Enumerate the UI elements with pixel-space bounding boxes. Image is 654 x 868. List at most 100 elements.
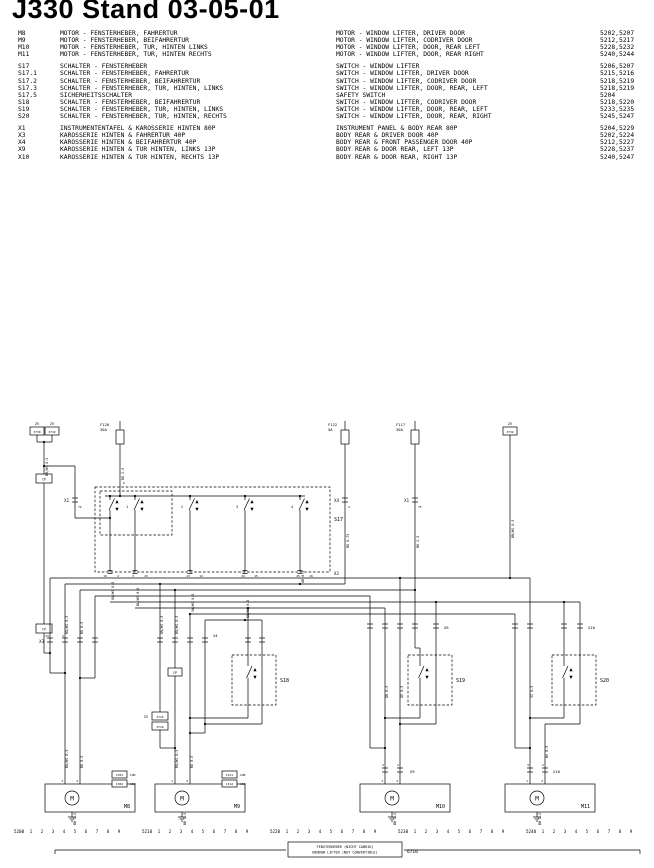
window-down-arrow-icon	[115, 507, 119, 511]
connector-label: X3	[39, 639, 44, 644]
wire-label: GN 0.5	[385, 686, 389, 698]
legend-de: KAROSSERIE HINTEN & TUR HINTEN, LINKS 13…	[60, 146, 216, 154]
ruler-tick: 4	[447, 829, 450, 834]
fuse-id: F122	[328, 422, 337, 427]
motor-box	[154, 783, 246, 813]
legend-pages: 5218,5219	[600, 84, 635, 92]
ruler-tick: 8	[235, 829, 238, 834]
wire-label: VI 0.5	[530, 686, 534, 698]
legend-en: SWITCH - WINDOW LIFTER, CODRIVER DOOR	[336, 77, 477, 85]
s17-inner-box	[99, 490, 173, 536]
pin-number: 6	[123, 481, 125, 485]
ruler-tick: 4	[575, 829, 578, 834]
cp-label: CP	[42, 478, 46, 482]
zv-label: ZV	[144, 715, 149, 719]
legend-en: SWITCH - WINDOW LIFTER, DOOR, REAR, LEFT	[336, 84, 488, 92]
wire-label: RD 0.5	[80, 756, 84, 768]
motor-label: M11	[581, 804, 590, 810]
legend-en: SWITCH - WINDOW LIFTER	[336, 63, 420, 71]
s20-label: S20	[600, 678, 609, 684]
legend-de: SCHALTER - FENSTERHEBER, TUR, HINTEN, LI…	[60, 84, 224, 92]
legend-code: S17.5	[18, 91, 37, 99]
legend-de: SICHERHEITSSCHALTER	[60, 91, 133, 99]
motor-symbol	[529, 790, 545, 806]
junction-dot	[243, 494, 247, 498]
legend-pages: 5233,5235	[600, 105, 635, 113]
legend-pages: 5240,5247	[600, 153, 635, 161]
legend-code: M11	[18, 51, 30, 59]
ruler-tick: 6	[213, 829, 216, 834]
wire-label: RD/WS 0.5	[175, 750, 179, 768]
ruler-segment: 5230	[398, 829, 409, 834]
wire-label: BR 2.5	[73, 813, 77, 825]
ref-box	[221, 770, 238, 779]
motor-m: M	[390, 795, 394, 802]
connector-label: X10	[553, 769, 561, 774]
ref-tag: LHD	[240, 773, 246, 777]
wire-label: BR/WS 0.5	[45, 458, 49, 476]
legend-pages: 5212,5217	[600, 37, 635, 45]
ruler-tick: 9	[630, 829, 633, 834]
window-down-arrow-icon	[253, 675, 257, 679]
wire-label: RD 0.5	[190, 756, 194, 768]
legend-code: S20	[18, 113, 30, 121]
connector-label: X4	[213, 633, 218, 638]
legend-pages: 5215,5216	[600, 70, 635, 78]
s20-box	[551, 654, 597, 706]
wire-label: GN/WS 0.5	[160, 616, 164, 634]
ruler-tick: 2	[553, 829, 556, 834]
legend-de: SCHALTER - FENSTERHEBER	[60, 63, 148, 71]
motor-label: M8	[124, 804, 130, 810]
legend-code: X1	[18, 125, 26, 133]
legend-code: S17.2	[18, 77, 37, 85]
ruler-tick: 2	[425, 829, 428, 834]
wire-label: BR 2.5	[183, 813, 187, 825]
ruler-tick: 9	[118, 829, 121, 834]
ruler-tick: 3	[52, 829, 55, 834]
wire-label: BL/WS 0.5	[136, 588, 140, 606]
legend-pages: 5228,5237	[600, 146, 635, 154]
zv-ref: 3732	[48, 430, 55, 434]
ruler-tick: 9	[374, 829, 377, 834]
switch-blade	[133, 498, 140, 511]
pin-number: 2	[62, 634, 64, 638]
junction-dot	[108, 494, 112, 498]
legend-en: SAFETY SWITCH	[336, 91, 386, 99]
s19-box	[407, 654, 453, 706]
pin-number: 2	[76, 779, 78, 783]
legend-en: BODY REAR & FRONT PASSENGER DOOR 40P	[336, 139, 473, 147]
window-down-arrow-icon	[140, 507, 144, 511]
pin-number: 3	[527, 763, 529, 767]
wire-label: RD 0.5	[80, 622, 84, 634]
ruler-segment: 5200	[14, 829, 25, 834]
window-up-arrow-icon	[115, 500, 119, 504]
pin-number: 2	[117, 574, 119, 578]
ref-number: 1301	[116, 773, 123, 777]
fuse-rating: 30A	[396, 427, 404, 432]
legend-code: S17.1	[18, 70, 37, 78]
switch-tag: 2	[181, 505, 183, 509]
ruler-tick: 3	[180, 829, 183, 834]
legend-pages: 5240,5244	[600, 51, 635, 59]
junction-dot	[413, 588, 417, 592]
ruler-tick: 5	[458, 829, 461, 834]
footer-box	[287, 841, 403, 858]
fuse-rating: 5A	[328, 427, 333, 432]
legend-en: MOTOR - WINDOW LIFTER, CODRIVER DOOR	[336, 37, 473, 45]
fuse-symbol	[115, 429, 125, 445]
legend-code: M9	[18, 37, 26, 45]
switch-blade	[298, 498, 305, 511]
connector-label: X9	[444, 625, 449, 630]
wire-label: BR 2.5	[393, 813, 397, 825]
legend-code: M10	[18, 44, 30, 52]
switch-blade	[418, 665, 425, 679]
ruler-tick: 7	[96, 829, 99, 834]
pin-number: 2	[397, 763, 399, 767]
